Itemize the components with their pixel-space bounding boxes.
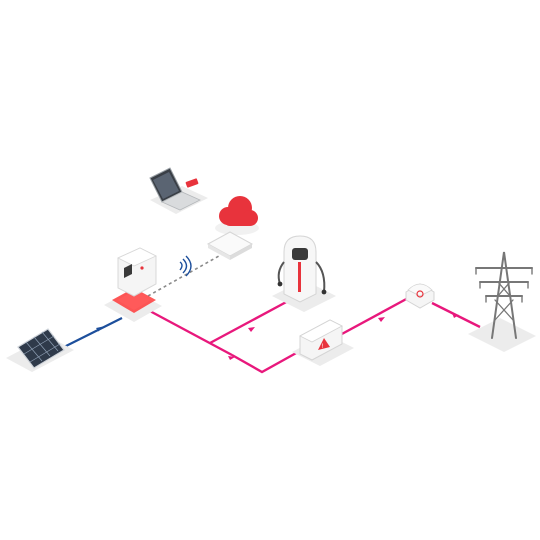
solar-panel-icon — [6, 328, 74, 372]
wifi-signal-icon — [179, 255, 192, 277]
ac-line-inverter-junction — [147, 308, 233, 357]
ac-flow-arrow — [248, 327, 255, 332]
ev-charger-icon — [272, 235, 336, 312]
battery-warning-icon: ! — [292, 319, 354, 366]
ac-flow-arrow — [452, 313, 459, 318]
dc-line-solar-inverter — [57, 317, 123, 351]
dc-flow-arrow — [96, 326, 103, 332]
meter-icon — [405, 283, 435, 309]
ac-flow-arrow — [228, 356, 235, 360]
connection-lines — [57, 251, 481, 374]
ac-line-battery-meter — [339, 295, 411, 337]
ac-line-junction-charger — [209, 298, 291, 345]
ac-flow-arrow — [378, 317, 385, 322]
cloud-icon — [215, 196, 259, 235]
ac-line-junction-battery — [231, 350, 299, 374]
transmission-tower-icon — [468, 251, 536, 352]
router-icon — [206, 231, 254, 260]
inverter-icon — [104, 247, 162, 322]
svg-text:!: ! — [322, 344, 324, 350]
laptop-icon — [149, 167, 208, 214]
